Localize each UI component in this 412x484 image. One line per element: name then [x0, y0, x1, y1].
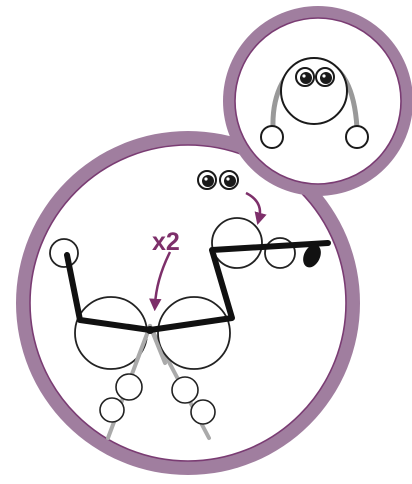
left-leg-upper-joint: [116, 374, 142, 400]
right-leg-upper-joint: [172, 377, 198, 403]
multiplier-label: x2: [152, 228, 180, 256]
inset-head: [281, 58, 347, 124]
inset-right-loop: [346, 126, 368, 148]
body-circle-right: [158, 297, 230, 369]
head-circle: [212, 218, 262, 268]
inset-left-loop: [261, 126, 283, 148]
tail-circle: [50, 239, 78, 267]
right-leg-lower-joint: [191, 400, 215, 424]
left-leg-lower-joint: [100, 398, 124, 422]
